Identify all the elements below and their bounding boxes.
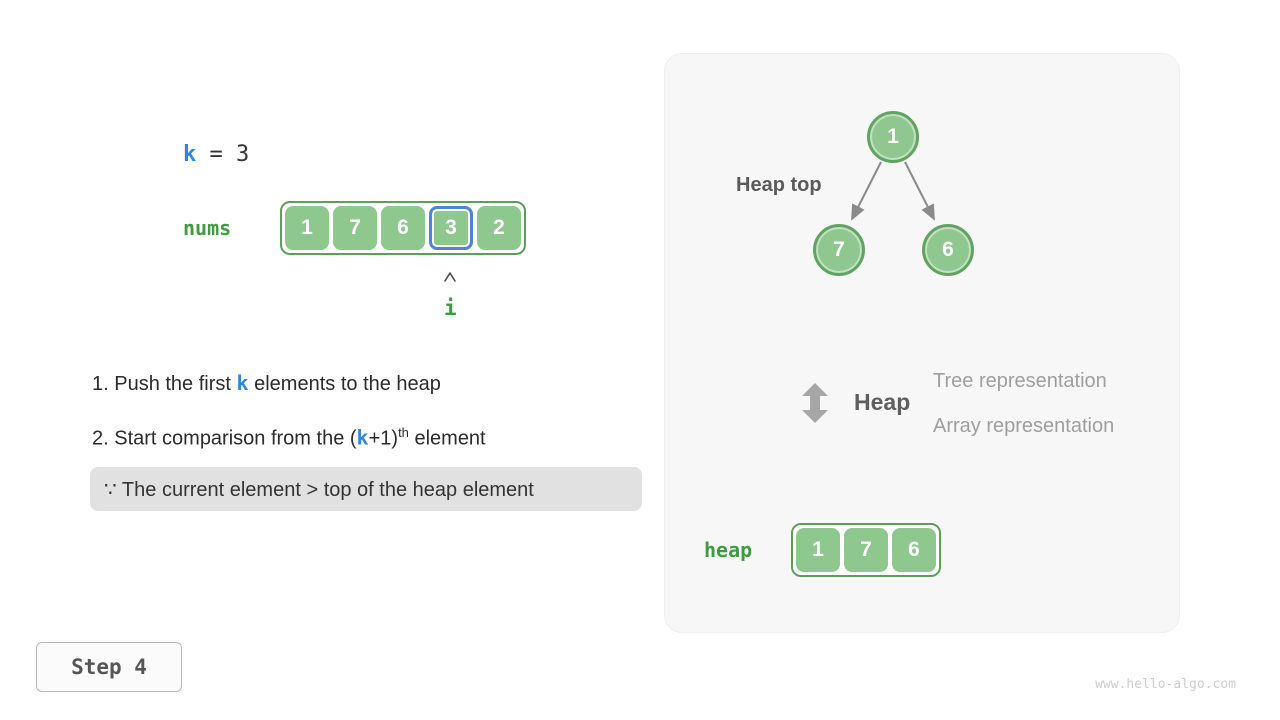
step-indicator: Step 4 [36,642,182,692]
condition-note-text: ∵ The current element > top of the heap … [104,478,534,501]
instruction-1: 1. Push the first k elements to the heap [92,371,441,396]
nums-array: 1 7 6 3 2 [280,201,526,255]
index-pointer-label: i [444,296,457,320]
array-cell: 7 [844,528,888,572]
array-cell: 1 [796,528,840,572]
tree-node-left-child: 7 [813,224,865,276]
array-cell: 7 [333,206,377,250]
tree-edges [851,161,935,221]
heap-label: heap [704,538,753,562]
legend-title: Heap [854,389,911,415]
array-cell: 1 [285,206,329,250]
pointer-caret-icon [442,270,458,288]
instruction-2-post: element [408,427,486,450]
tree-node-right-child: 6 [922,224,974,276]
k-assignment: k = 3 [183,142,249,167]
heap-array: 1 7 6 [791,523,941,577]
heap-top-label: Heap top [736,174,822,196]
condition-note: ∵ The current element > top of the heap … [90,467,642,511]
array-cell-highlighted: 3 [429,206,473,250]
instruction-1-post: elements to the heap [248,373,441,395]
watermark: www.hello-algo.com [1095,677,1236,692]
legend-tree-representation: Tree representation [933,370,1107,392]
instruction-1-k: k [236,371,249,395]
heap-panel: Heap top 1 7 6 Heap Tree representation … [664,53,1180,633]
tree-node-root: 1 [867,111,919,163]
instruction-2: 2. Start comparison from the (k+1)th ele… [92,425,486,451]
array-cell: 6 [892,528,936,572]
double-arrow-icon [802,383,828,428]
k-variable: k [183,142,197,167]
nums-label: nums [183,216,232,240]
instruction-2-k: k [356,425,369,450]
instruction-1-pre: 1. Push the first [92,373,237,395]
instruction-2-ordinal: th [398,425,409,440]
instruction-2-pre: 2. Start comparison from the ( [92,427,357,450]
array-cell: 6 [381,206,425,250]
instruction-2-mid: +1) [368,427,399,450]
k-value: = 3 [196,142,250,167]
legend-array-representation: Array representation [933,415,1115,437]
array-cell: 2 [477,206,521,250]
